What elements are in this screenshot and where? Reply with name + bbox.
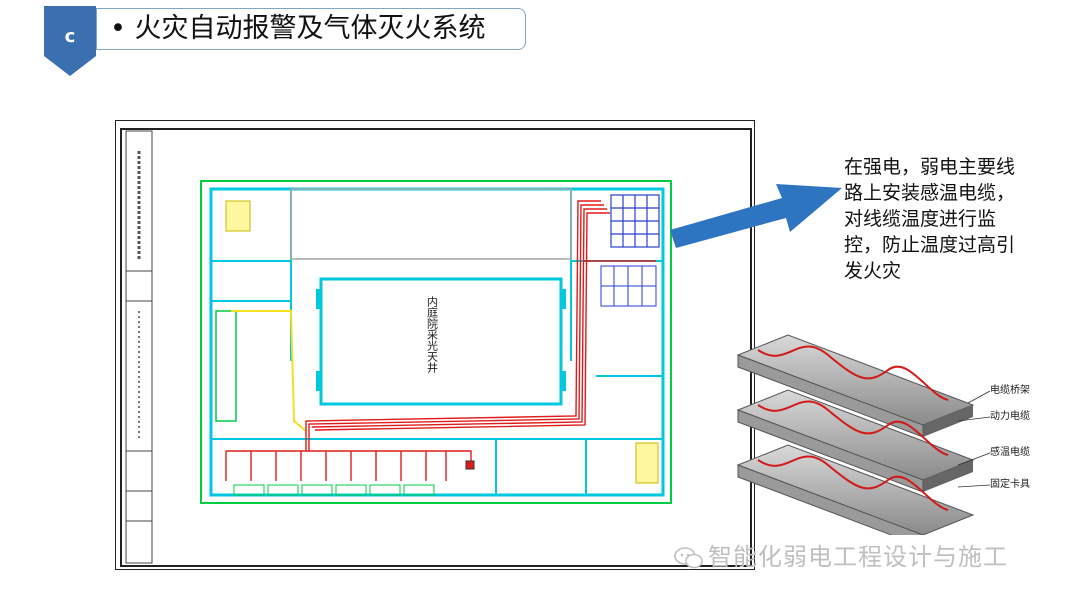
tray-label-power-cable: 动力电缆 <box>990 409 1030 422</box>
title-block <box>125 130 153 564</box>
alarm-device <box>465 460 475 470</box>
section-letter: c <box>64 26 76 47</box>
server-racks <box>610 194 660 248</box>
section-badge <box>44 6 96 76</box>
heat-sensing-cable <box>757 345 949 511</box>
yellow-cable <box>231 310 307 432</box>
callout-text: 在强电，弱电主要线路上安装感温电缆，对线缆温度进行监控，防止温度过高引发火灾 <box>844 156 1016 282</box>
inner-border <box>120 128 752 567</box>
tray-label-bridge: 电缆桥架 <box>990 383 1030 396</box>
floor-plan-drawing: 内庭院采光天井 <box>120 128 752 567</box>
courtyard <box>319 277 563 406</box>
tray-level-2 <box>736 389 975 493</box>
watermark-text: 智能化弱电工程设计与施工 <box>708 543 1008 571</box>
wechat-icon <box>674 547 703 569</box>
tray-level-3 <box>736 444 975 535</box>
tray-label-heat-cable: 感温电缆 <box>990 445 1030 458</box>
cable-tray-illustration: 电缆桥架 动力电缆 感温电缆 固定卡具 <box>736 334 1030 535</box>
title-box <box>96 8 526 50</box>
callout-arrow <box>670 184 842 248</box>
heat-sensing-cable-route <box>225 200 656 481</box>
courtyard-label: 内庭院采光天井 <box>426 295 439 374</box>
page-title: • 火灾自动报警及气体灭火系统 <box>110 13 486 44</box>
floor-plan-frame: 内庭院采光天井 <box>115 120 755 570</box>
tray-level-1 <box>736 334 975 438</box>
tray-label-clamp: 固定卡具 <box>990 477 1030 490</box>
building-outline <box>200 180 672 504</box>
